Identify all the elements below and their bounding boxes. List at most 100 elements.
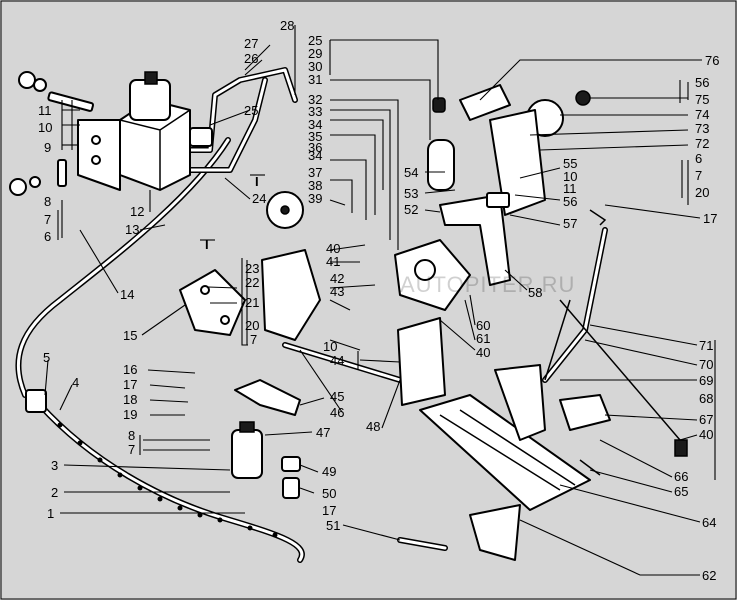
part-label: 41 [326,254,340,269]
valve-bracket [77,119,121,191]
part-label: 45 [330,389,344,404]
part-label: 32 [308,92,322,107]
part-label: 58 [528,285,542,300]
part-label: 6 [44,229,51,244]
part-label: 48 [366,419,380,434]
part-label: 20 [695,185,709,200]
cylinder-54 [427,139,455,191]
part-label: 49 [322,464,336,479]
part-label: 4 [72,375,79,390]
bolt-assembly [9,71,95,196]
part-label: 10 [563,169,577,184]
part-label: 25 [308,33,322,48]
part-label: 36 [308,140,322,155]
part-label: 17 [322,503,336,518]
part-label: 7 [250,332,257,347]
part-label: 50 [322,486,336,501]
part-label: 55 [563,156,577,171]
part-label: 11 [563,181,577,196]
brake-cylinder [231,429,263,479]
part-label: 22 [245,275,259,290]
part-label: 33 [308,104,322,119]
part-label: 14 [120,287,134,302]
part-label: 60 [476,318,490,333]
part-label: 28 [280,18,294,33]
section-marks: I I [200,174,265,252]
part-label: 20 [245,318,259,333]
part-label: 47 [316,425,330,440]
valve-fitting [189,127,213,147]
part-label: 30 [308,59,322,74]
part-label: 67 [699,412,713,427]
part-label: 56 [563,194,577,209]
part-label: 1 [47,506,54,521]
part-label: 61 [476,331,490,346]
part-label: 25 [244,103,258,118]
part-label: 16 [123,362,137,377]
part-label: 75 [695,92,709,107]
part-label: 57 [563,216,577,231]
part-label: 69 [699,373,713,388]
part-label: 34 [308,148,322,163]
part-label: 51 [326,518,340,533]
cable-end-fitting [25,389,47,413]
part-label: 46 [330,405,344,420]
parts-drawing [9,67,688,563]
part-label: 40 [699,427,713,442]
part-label: 42 [330,271,344,286]
part-label: 66 [674,469,688,484]
part-label: 40 [326,241,340,256]
part-label: 39 [308,191,322,206]
part-label: 13 [125,222,139,237]
housing-plate [261,249,321,341]
part-label: 11 [38,103,52,118]
part-label: 7 [44,212,51,227]
section-mark-lower: I [205,237,209,252]
sheath-teeth [57,422,278,538]
part-label: 38 [308,178,322,193]
rocker-body [489,109,546,216]
part-label: 62 [702,568,716,583]
clamp-67 [559,394,611,431]
part-label: 17 [123,377,137,392]
part-label: 56 [695,75,709,90]
spring-pin [589,209,607,226]
part-label: 17 [703,211,717,226]
part-label: 19 [123,407,137,422]
fitting-50 [282,477,300,499]
part-label: 31 [308,72,322,87]
part-label: 10 [38,120,52,135]
part-label: 52 [404,202,418,217]
part-label: 65 [674,484,688,499]
cable-spring [544,299,681,441]
part-label: 5 [43,350,50,365]
throttle-rod [542,227,608,383]
part-label: 44 [330,353,344,368]
part-label: 21 [245,295,259,310]
part-label: 7 [695,168,702,183]
part-label: 3 [51,458,58,473]
part-label: 37 [308,165,322,180]
part-labels: 28 27 26 25 24 23 22 21 20 19 18 17 16 1… [38,18,719,583]
part-label: 12 [130,204,144,219]
part-label: 7 [128,442,135,457]
part-label: 71 [699,338,713,353]
top-plate [459,84,511,121]
part-label: 8 [128,428,135,443]
section-mark-upper: I [255,174,259,189]
part-label: 34 [308,117,322,132]
part-label: 64 [702,515,716,530]
part-label: 35 [308,129,322,144]
part-label: 29 [308,46,322,61]
part-label: 40 [476,345,490,360]
part-label: 15 [123,328,137,343]
part-label: 54 [404,165,418,180]
gasket [397,317,446,406]
part-label: 76 [705,53,719,68]
leader-lines [44,25,716,576]
pedal-arm [234,379,301,416]
bracket-56 [486,192,510,208]
part-label: 53 [404,186,418,201]
part-label: 23 [245,261,259,276]
part-label: 43 [330,284,344,299]
